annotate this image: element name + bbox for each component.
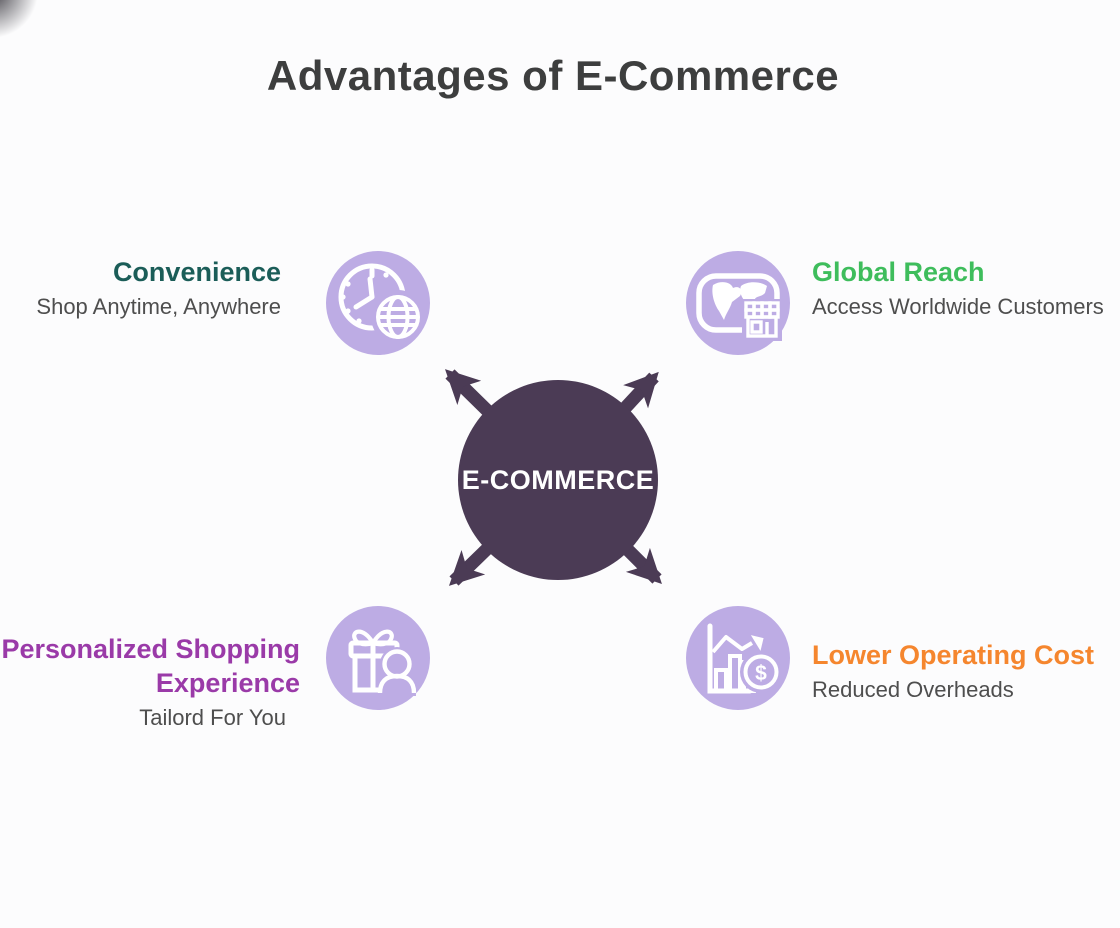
lower-operating-cost-icon-circle: $	[686, 606, 790, 710]
gift-person-icon	[348, 629, 417, 696]
bar-chart-decline-dollar-icon: $	[707, 623, 782, 694]
lower-operating-cost-subtitle: Reduced Overheads	[812, 677, 1014, 702]
global-reach-heading: Global Reach	[812, 257, 985, 287]
advantage-convenience: Convenience Shop Anytime, Anywhere	[0, 255, 281, 321]
personalized-shopping-heading-line1: Personalized Shopping	[1, 634, 300, 664]
advantage-global-reach: Global Reach Access Worldwide Customers	[812, 255, 1120, 321]
personalized-shopping-heading-line2: Experience	[155, 668, 300, 698]
advantage-lower-operating-cost: Lower Operating Cost Reduced Overheads	[812, 638, 1120, 704]
ecommerce-hub-circle: E-COMMERCE	[458, 380, 658, 580]
personalized-shopping-heading: Personalized Shopping Experience	[0, 632, 300, 700]
convenience-icon-circle	[326, 251, 430, 355]
personalized-shopping-icon-circle	[326, 606, 430, 710]
convenience-heading: Convenience	[112, 257, 281, 287]
global-reach-icon-circle	[686, 251, 790, 355]
convenience-subtitle: Shop Anytime, Anywhere	[36, 294, 281, 319]
svg-text:$: $	[755, 662, 767, 685]
ecommerce-hub-label: E-COMMERCE	[461, 464, 655, 495]
clock-globe-icon	[338, 263, 425, 344]
lower-operating-cost-heading: Lower Operating Cost	[812, 640, 1095, 670]
personalized-shopping-subtitle: Tailord For You	[139, 705, 286, 730]
page-title: Advantages of E-Commerce	[266, 52, 840, 99]
world-map-storefront-icon	[696, 273, 782, 341]
global-reach-subtitle: Access Worldwide Customers	[812, 294, 1104, 319]
advantage-personalized-shopping: Personalized Shopping Experience Tailord…	[0, 632, 300, 732]
